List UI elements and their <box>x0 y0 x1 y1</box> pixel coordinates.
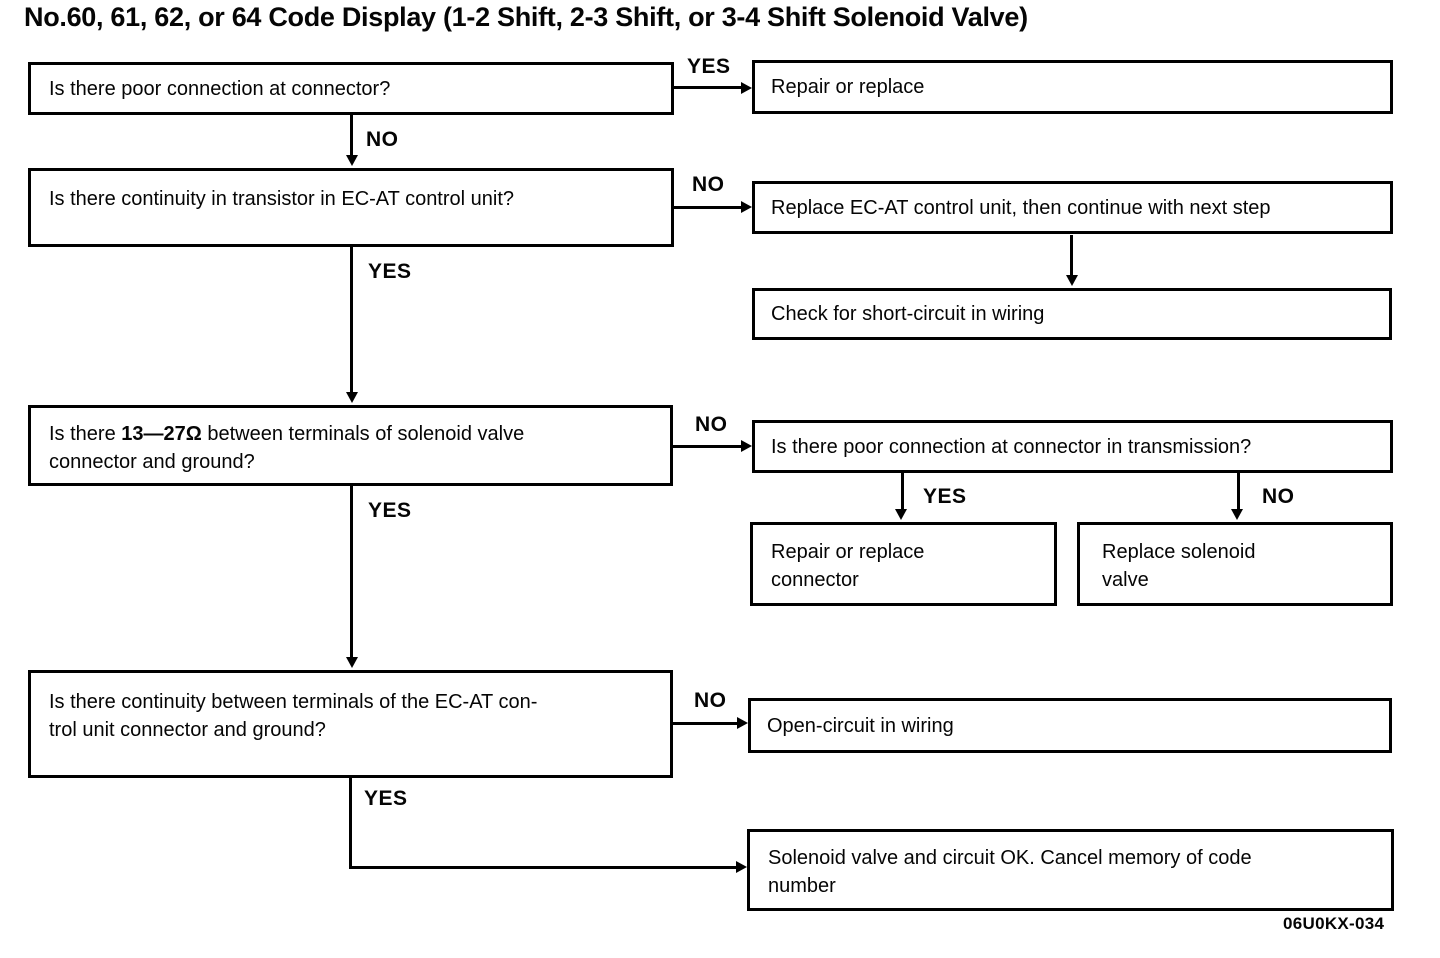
edge-label-yes: YES <box>687 55 731 78</box>
node-action-repair-connector: Repair or replace connector <box>750 522 1057 606</box>
diagram-title: No.60, 61, 62, or 64 Code Display (1-2 S… <box>24 2 1028 32</box>
node-question-transmission-connector: Is there poor connection at connector in… <box>752 420 1393 473</box>
node-text-line1: Is there 13—27Ω between terminals of sol… <box>49 420 662 448</box>
edge-label-no: NO <box>1262 485 1295 508</box>
arrowhead-down-icon <box>346 657 358 668</box>
node-question-transistor-continuity: Is there continuity in transistor in EC-… <box>28 168 674 247</box>
arrowhead-down-icon <box>895 509 907 520</box>
node-text-line1: Is there continuity between terminals of… <box>49 691 538 713</box>
node-text: Is there poor connection at connector? <box>49 77 391 100</box>
node-text: Open-circuit in wiring <box>767 714 954 737</box>
figure-code: 06U0KX-034 <box>1283 914 1385 933</box>
connector-line-q2-q3 <box>350 247 353 393</box>
node-text: Check for short-circuit in wiring <box>771 303 1045 325</box>
arrowhead-down-icon <box>346 392 358 403</box>
node-text-line2: trol unit connector and ground? <box>49 719 326 741</box>
edge-label-yes: YES <box>368 499 412 522</box>
node-text: Is there <box>49 423 122 445</box>
connector-line-transmission-no <box>1237 473 1240 512</box>
node-text: Is there poor connection at connector in… <box>771 435 1252 458</box>
arrowhead-right-icon <box>741 201 752 213</box>
connector-line-q3-no <box>672 445 742 448</box>
connector-line-q2-no <box>672 206 742 209</box>
arrowhead-right-icon <box>741 440 752 452</box>
node-action-replace-ecat-unit: Replace EC-AT control unit, then continu… <box>752 181 1393 234</box>
node-question-resistance: Is there 13—27Ω between terminals of sol… <box>28 405 673 486</box>
connector-line-q4-no <box>672 722 738 725</box>
arrowhead-down-icon <box>346 155 358 166</box>
edge-label-no: NO <box>695 413 728 436</box>
node-text-line2: number <box>768 875 836 897</box>
node-text-line2: connector <box>771 569 859 591</box>
connector-line-r2-r3 <box>1070 235 1073 277</box>
node-text: Is there continuity in transistor in EC-… <box>49 188 515 210</box>
edge-label-yes: YES <box>364 787 408 810</box>
node-text-line2: connector and ground? <box>49 451 255 473</box>
connector-line-q4-ok-vertical <box>349 778 352 869</box>
node-text-line1: Replace solenoid <box>1102 541 1256 563</box>
node-action-check-short-circuit: Check for short-circuit in wiring <box>752 288 1392 340</box>
node-text-line1: Repair or replace <box>771 541 925 563</box>
node-action-open-circuit: Open-circuit in wiring <box>748 698 1392 753</box>
arrowhead-right-icon <box>741 82 752 94</box>
resistance-value: 13—27Ω <box>121 423 202 445</box>
node-text: Replace EC-AT control unit, then continu… <box>771 196 1271 219</box>
connector-line-q1-yes <box>674 86 742 89</box>
edge-label-no: NO <box>366 128 399 151</box>
node-question-poor-connection: Is there poor connection at connector? <box>28 62 674 115</box>
connector-line-q4-ok-horizontal <box>349 866 737 869</box>
edge-label-no: NO <box>692 173 725 196</box>
node-text: Repair or replace <box>771 76 925 98</box>
node-result-circuit-ok: Solenoid valve and circuit OK. Cancel me… <box>747 829 1394 911</box>
node-action-repair-or-replace: Repair or replace <box>752 60 1393 114</box>
arrowhead-down-icon <box>1231 509 1243 520</box>
connector-line-q1-q2 <box>350 114 353 157</box>
node-action-replace-solenoid-valve: Replace solenoid valve <box>1077 522 1393 606</box>
node-text-line1: Solenoid valve and circuit OK. Cancel me… <box>768 847 1252 869</box>
connector-line-q3-q4 <box>350 486 353 658</box>
edge-label-yes: YES <box>923 485 967 508</box>
arrowhead-right-icon <box>737 717 748 729</box>
node-text-line2: valve <box>1102 569 1149 591</box>
node-question-connector-ground-continuity: Is there continuity between terminals of… <box>28 670 673 778</box>
connector-line-transmission-yes <box>901 473 904 512</box>
arrowhead-right-icon <box>736 861 747 873</box>
edge-label-no: NO <box>694 689 727 712</box>
node-text: between terminals of solenoid valve <box>201 423 525 445</box>
edge-label-yes: YES <box>368 260 412 283</box>
arrowhead-down-icon <box>1066 275 1078 286</box>
